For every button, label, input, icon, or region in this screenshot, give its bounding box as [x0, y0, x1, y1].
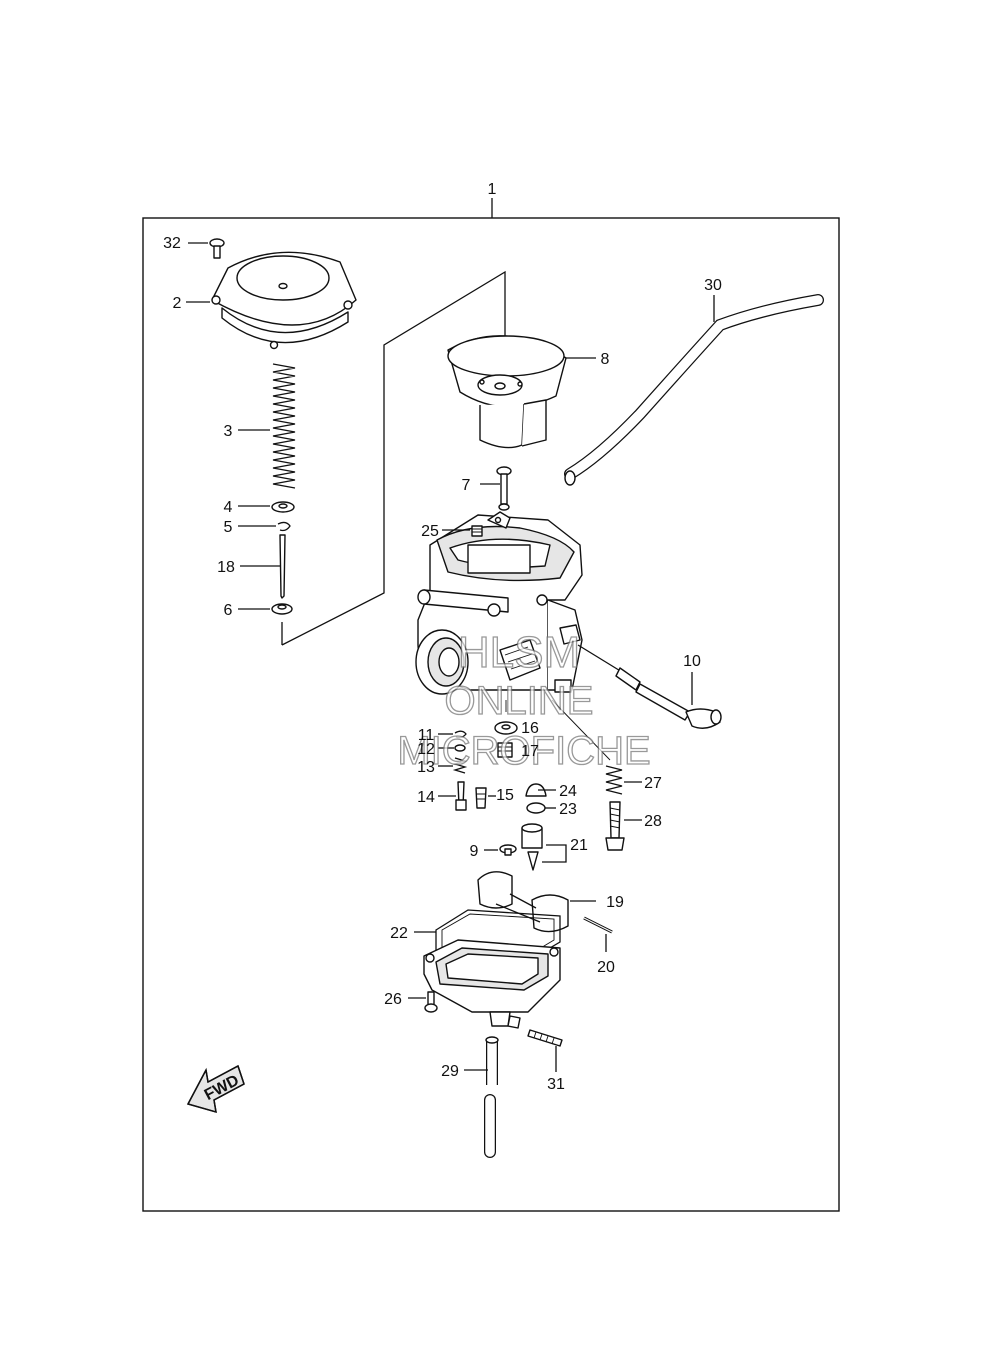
part-14-pilot-screw[interactable] — [455, 781, 467, 811]
part-13-spring[interactable] — [452, 757, 468, 774]
part-24-cap[interactable] — [525, 783, 547, 797]
callout-11[interactable]: 11 — [418, 727, 435, 744]
part-5-clip[interactable] — [277, 521, 291, 532]
group-bracket — [281, 270, 506, 646]
part-15-jet[interactable] — [475, 787, 487, 809]
callout-17[interactable]: 17 — [521, 743, 539, 760]
callout-28[interactable]: 28 — [644, 813, 662, 830]
part-10-choke-plunger[interactable] — [577, 644, 722, 729]
watermark: HLSM ONLINE MICROFICHE — [397, 627, 652, 773]
assembly-frame — [142, 217, 840, 1212]
callout-19[interactable]: 19 — [606, 894, 624, 911]
part-4-washer[interactable] — [271, 501, 295, 513]
part-32-screw[interactable] — [209, 238, 225, 259]
part-25-jet[interactable] — [471, 525, 483, 537]
part-19-float[interactable] — [477, 871, 569, 933]
leader-21 — [542, 844, 567, 863]
part-27-spring[interactable] — [605, 765, 623, 795]
callout-26[interactable]: 26 — [384, 991, 402, 1008]
part-18-needle[interactable] — [279, 534, 286, 599]
part-16-washer[interactable] — [494, 721, 518, 735]
callout-8[interactable]: 8 — [601, 351, 610, 368]
callout-13[interactable]: 13 — [417, 759, 435, 776]
callout-23[interactable]: 23 — [559, 801, 577, 818]
part-7-screw[interactable] — [496, 466, 512, 511]
callout-9[interactable]: 9 — [470, 843, 479, 860]
part-29-drain-hose[interactable] — [484, 1036, 499, 1158]
part-30-hose[interactable] — [564, 294, 824, 486]
float-bowl[interactable] — [423, 939, 561, 1029]
callout-7[interactable]: 7 — [462, 477, 471, 494]
callout-15[interactable]: 15 — [496, 787, 514, 804]
callout-21[interactable]: 21 — [570, 837, 588, 854]
callout-2[interactable]: 2 — [173, 295, 182, 312]
callout-25[interactable]: 25 — [421, 523, 439, 540]
callout-30[interactable]: 30 — [704, 277, 722, 294]
watermark-line3: MICROFICHE — [397, 729, 650, 773]
callout-18[interactable]: 18 — [217, 559, 235, 576]
part-9-screw[interactable] — [499, 844, 517, 856]
callout-3[interactable]: 3 — [224, 423, 233, 440]
callout-labels: 1 32 2 3 4 5 18 6 8 30 7 25 10 11 12 13 … — [163, 181, 722, 1093]
callout-29[interactable]: 29 — [441, 1063, 459, 1080]
watermark-line2: ONLINE — [445, 679, 594, 723]
part-26-screw[interactable] — [424, 991, 438, 1013]
part-3-spring[interactable] — [272, 363, 296, 489]
part-8-diaphragm-piston[interactable] — [447, 335, 567, 449]
callout-16[interactable]: 16 — [521, 720, 539, 737]
carburetor-body[interactable] — [415, 511, 583, 695]
callout-31[interactable]: 31 — [547, 1076, 565, 1093]
callout-12[interactable]: 12 — [417, 741, 435, 758]
callout-10[interactable]: 10 — [683, 653, 701, 670]
callout-32[interactable]: 32 — [163, 235, 181, 252]
part-31-drain-screw[interactable] — [527, 1029, 563, 1047]
callout-24[interactable]: 24 — [559, 783, 577, 800]
part-23-o-ring[interactable] — [526, 802, 546, 814]
part-17-jet[interactable] — [497, 742, 513, 758]
callout-14[interactable]: 14 — [417, 789, 435, 806]
fwd-arrow-icon: FWD — [186, 1064, 245, 1114]
part-20-float-pin[interactable] — [583, 916, 613, 934]
part-21-needle-valve[interactable] — [521, 823, 543, 871]
callout-6[interactable]: 6 — [224, 602, 233, 619]
part-28-throttle-screw[interactable] — [605, 801, 625, 851]
callout-5[interactable]: 5 — [224, 519, 233, 536]
part-11-clip[interactable] — [454, 730, 467, 739]
callout-27[interactable]: 27 — [644, 775, 662, 792]
assembly-line-27 — [551, 699, 611, 761]
callout-22[interactable]: 22 — [390, 925, 408, 942]
part-12-washer[interactable] — [454, 744, 466, 752]
callout-1[interactable]: 1 — [488, 181, 497, 198]
part-2-top-cover[interactable] — [211, 251, 357, 350]
callout-4[interactable]: 4 — [224, 499, 233, 516]
part-6-washer[interactable] — [271, 603, 293, 615]
watermark-line1: HLSM — [458, 628, 580, 677]
callout-20[interactable]: 20 — [597, 959, 615, 976]
